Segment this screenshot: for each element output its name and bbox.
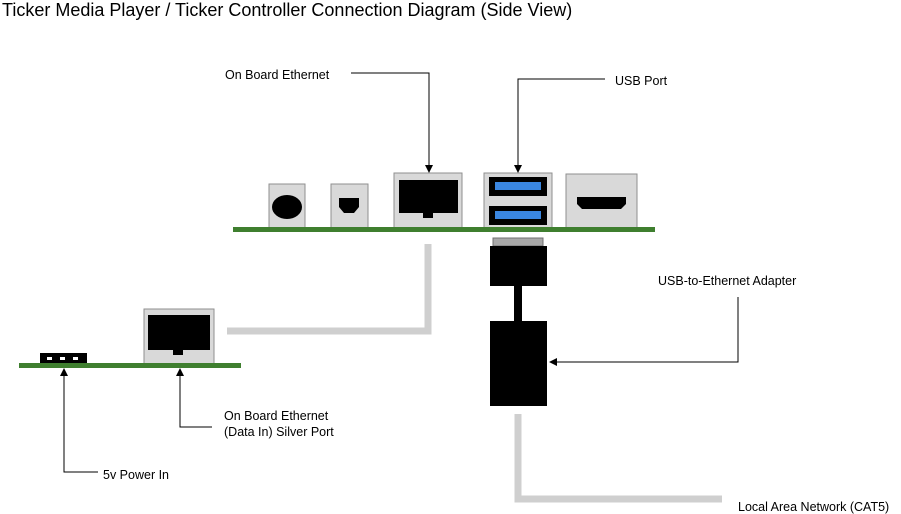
usb-port-lower-tab	[495, 211, 541, 219]
adapter-usb-plug	[492, 237, 544, 247]
onboard-ethernet-leader	[351, 72, 433, 173]
media-player-board	[233, 172, 655, 232]
controller-ethernet-jack-tab	[173, 349, 183, 355]
power-in-leader	[60, 368, 98, 473]
ticker-controller-board	[19, 308, 241, 368]
lan-label: Local Area Network (CAT5)	[738, 500, 889, 514]
adapter-cable	[514, 285, 522, 322]
controller-ethernet-label-line1: On Board Ethernet	[224, 409, 329, 423]
power-in-label: 5v Power In	[103, 468, 169, 482]
usb-to-ethernet-adapter	[490, 237, 547, 406]
power-header-pin-2	[60, 357, 65, 360]
diagram-title: Ticker Media Player / Ticker Controller …	[2, 0, 572, 20]
usb-port-label: USB Port	[615, 74, 668, 88]
power-jack-icon	[272, 195, 302, 219]
adapter-body	[490, 321, 547, 406]
adapter-usb-head	[490, 246, 547, 286]
usb-port-upper-tab	[495, 182, 541, 190]
power-header-pin-3	[73, 357, 78, 360]
optical-port-icon	[339, 198, 359, 213]
adapter-leader	[549, 297, 739, 366]
usb-to-ethernet-adapter-label: USB-to-Ethernet Adapter	[658, 274, 796, 288]
controller-ethernet-leader	[176, 368, 212, 428]
controller-pcb	[19, 363, 241, 368]
hdmi-port-icon	[577, 197, 626, 209]
onboard-ethernet-label: On Board Ethernet	[225, 68, 330, 82]
lan-cable	[514, 414, 722, 503]
onboard-ethernet-jack-tab	[423, 212, 433, 218]
media-player-pcb	[233, 227, 655, 232]
usb-port-leader	[514, 78, 605, 173]
onboard-ethernet-jack-icon	[399, 180, 458, 213]
controller-ethernet-jack-icon	[148, 315, 210, 350]
controller-ethernet-label-line2: (Data In) Silver Port	[224, 425, 334, 439]
power-header-pin-1	[47, 357, 52, 360]
ethernet-cable	[227, 244, 432, 335]
